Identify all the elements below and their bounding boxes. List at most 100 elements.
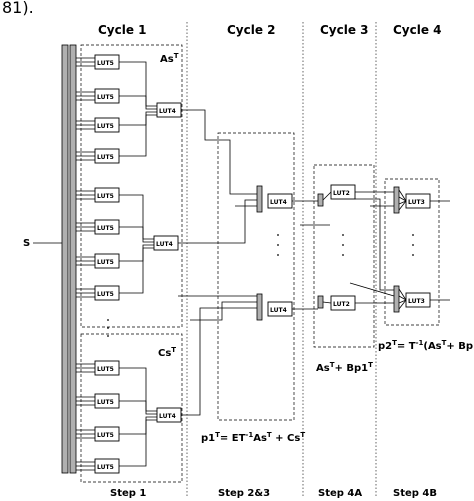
signal-wire — [398, 299, 407, 304]
input-s-label: S — [23, 238, 30, 249]
svg-text:LUT2: LUT2 — [333, 301, 350, 308]
cs-transpose-label: CsT — [158, 346, 176, 359]
step-1-label: Step 1 — [110, 488, 146, 499]
signal-wire — [119, 400, 157, 415]
cycle-3-header: Cycle 3 — [320, 23, 369, 37]
input-bus — [61, 44, 69, 474]
signal-wire — [190, 301, 257, 321]
svg-text:LUT3: LUT3 — [408, 199, 425, 206]
signal-wire — [398, 196, 407, 202]
signal-wire — [398, 288, 407, 301]
svg-text:LUT5: LUT5 — [97, 60, 114, 67]
step-4b-box — [384, 178, 440, 326]
svg-text:LUT5: LUT5 — [97, 94, 114, 101]
signal-wire — [398, 299, 407, 310]
signal-wire — [355, 198, 394, 291]
signal-wire — [119, 114, 157, 157]
lut4-block: LUT4 — [156, 102, 182, 118]
step-4a-box — [313, 164, 375, 348]
signal-wire — [398, 189, 407, 202]
signal-wire — [119, 416, 157, 435]
lut5-block: LUT5 — [94, 117, 120, 133]
signal-wire — [119, 61, 157, 107]
p2-equation: p2T= T-1(AsT+ Bp1T) — [378, 339, 474, 352]
svg-text:LUT4: LUT4 — [270, 199, 287, 206]
signal-wire — [322, 191, 332, 201]
lut5-block: LUT5 — [94, 285, 120, 301]
svg-text:LUT3: LUT3 — [408, 298, 425, 305]
signal-wire — [119, 247, 154, 294]
input-bus — [69, 44, 77, 474]
svg-text:LUT5: LUT5 — [97, 291, 114, 298]
signal-wire — [398, 295, 407, 301]
svg-text:LUT5: LUT5 — [97, 399, 114, 406]
lut5-block: LUT5 — [94, 219, 120, 235]
svg-text:LUT5: LUT5 — [97, 259, 114, 266]
signal-wire — [119, 226, 154, 243]
mux-bus — [393, 186, 400, 214]
signal-wire — [181, 307, 257, 416]
svg-text:LUT4: LUT4 — [270, 307, 287, 314]
lut5-block: LUT5 — [94, 426, 120, 442]
signal-wire — [349, 282, 395, 297]
svg-text:LUT4: LUT4 — [159, 108, 176, 115]
lut4-block: LUT4 — [267, 301, 293, 317]
signal-wire — [119, 95, 157, 110]
svg-text:LUT5: LUT5 — [97, 193, 114, 200]
lut5-block: LUT5 — [94, 360, 120, 376]
lut5-block: LUT5 — [94, 88, 120, 104]
svg-text:LUT4: LUT4 — [156, 241, 173, 248]
step-2-3-label: Step 2&3 — [218, 488, 270, 499]
step-2-3-box — [217, 132, 295, 421]
mux-bus — [317, 295, 324, 309]
lut5-block: LUT5 — [94, 253, 120, 269]
cycle-1-header: Cycle 1 — [98, 23, 147, 37]
signal-wire — [398, 200, 407, 205]
signal-wire — [119, 244, 154, 262]
lut5-block: LUT5 — [94, 148, 120, 164]
svg-text:LUT5: LUT5 — [97, 123, 114, 130]
as-transpose-label: AsT — [160, 52, 179, 65]
cycle-2-header: Cycle 2 — [227, 23, 276, 37]
step-1-top-box — [80, 44, 183, 328]
signal-wire — [398, 200, 407, 211]
lut4-block: LUT4 — [156, 407, 182, 423]
wire-layer — [76, 57, 450, 471]
caption-fragment: 81). — [2, 0, 34, 17]
svg-text:LUT4: LUT4 — [159, 413, 176, 420]
mux-bus — [317, 193, 324, 207]
step-4a-label: Step 4A — [318, 488, 362, 499]
p1-equation: p1T= ET-1AsT + CsT — [201, 431, 305, 444]
lut3-block: LUT3 — [405, 292, 431, 308]
svg-text:LUT2: LUT2 — [333, 190, 350, 197]
lut5-block: LUT5 — [94, 393, 120, 409]
lut4-block: LUT4 — [153, 235, 179, 251]
svg-text:LUT5: LUT5 — [97, 225, 114, 232]
mux-bus — [256, 185, 263, 213]
step-4b-label: Step 4B — [393, 488, 437, 499]
lut2-block: LUT2 — [330, 295, 356, 311]
signal-wire — [178, 199, 257, 244]
as-plus-bp1-label: AsT+ Bp1T — [316, 361, 373, 374]
signal-wire — [119, 419, 157, 467]
lut5-block: LUT5 — [94, 458, 120, 474]
signal-wire — [119, 194, 154, 240]
svg-text:LUT5: LUT5 — [97, 464, 114, 471]
mux-bus — [393, 285, 400, 313]
svg-text:LUT5: LUT5 — [97, 432, 114, 439]
signal-wire — [119, 367, 157, 412]
signal-wire — [322, 301, 332, 304]
ellipsis-dots — [107, 234, 414, 337]
mux-bus — [256, 293, 263, 321]
cycle-4-header: Cycle 4 — [393, 23, 442, 37]
lut5-block: LUT5 — [94, 187, 120, 203]
signal-wire — [181, 109, 257, 195]
lut4-block: LUT4 — [267, 193, 293, 209]
svg-text:LUT5: LUT5 — [97, 366, 114, 373]
step-1-bottom-box — [80, 333, 183, 483]
lut3-block: LUT3 — [405, 193, 431, 209]
svg-text:LUT5: LUT5 — [97, 154, 114, 161]
lut2-block: LUT2 — [330, 184, 356, 200]
signal-wire — [119, 111, 157, 126]
